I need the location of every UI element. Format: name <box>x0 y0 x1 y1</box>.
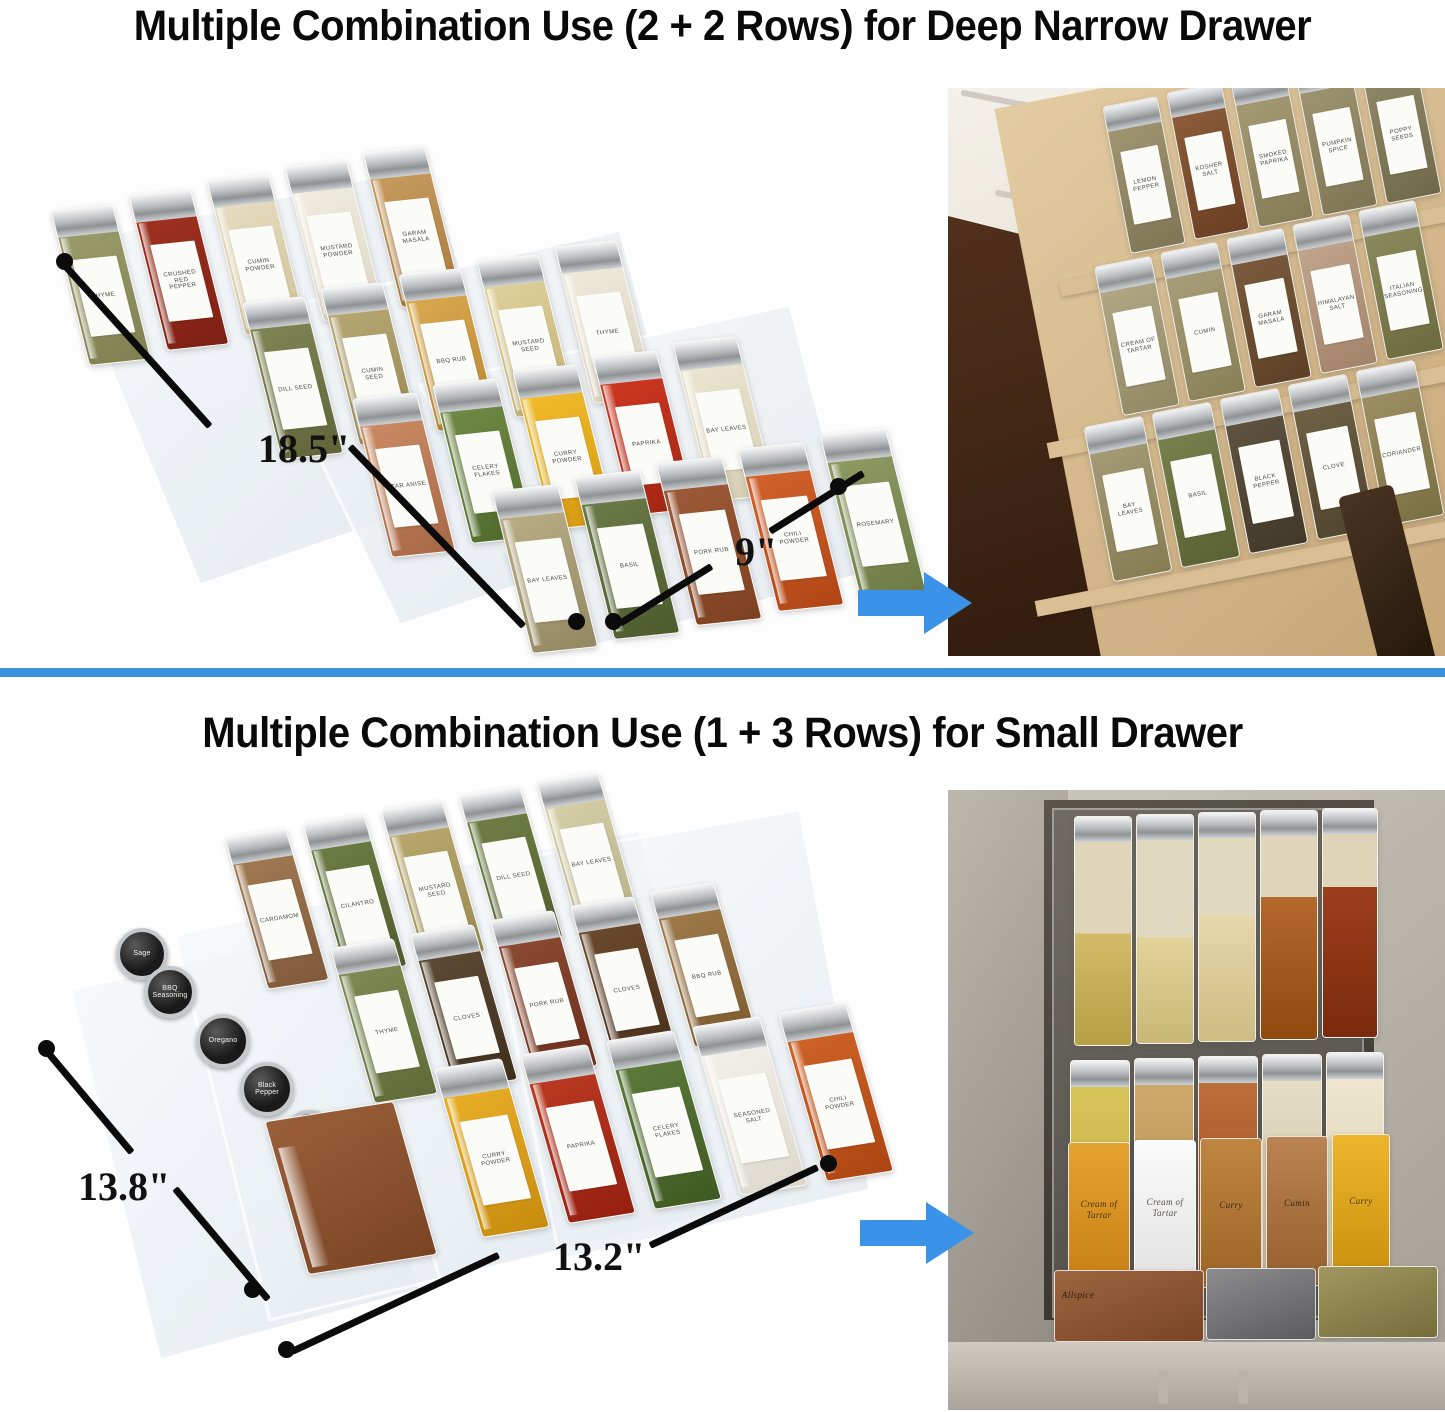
spice-jar: Cream of Tartar <box>1068 1142 1130 1292</box>
spice-jar: Curry <box>1332 1134 1390 1284</box>
jar-lid-icon <box>1199 1057 1257 1084</box>
right-arrow-icon <box>858 572 976 634</box>
jar-lid-icon <box>1199 813 1255 839</box>
jar-lid-icon <box>1075 817 1131 843</box>
jar-label: Cumin <box>1283 1198 1310 1209</box>
jar-lid-icon <box>1135 1059 1193 1086</box>
drawer-photo-bottom: Cream of Tartar Cream of Tartar Curry Cu… <box>948 790 1445 1410</box>
product-render-bottom: Sage BBQ Seasoning Oregano Black Pepper … <box>0 760 945 1410</box>
jar-lid-icon <box>1327 1053 1383 1080</box>
spice-jar: Cumin <box>1266 1136 1328 1286</box>
right-arrow-icon <box>860 1202 978 1264</box>
spice-jar <box>1322 808 1378 1038</box>
spice-jar <box>1198 812 1256 1042</box>
section-divider <box>0 668 1445 677</box>
spice-jar-laid <box>1318 1266 1438 1338</box>
cabinet-bottom <box>948 1342 1445 1410</box>
cabinet-handle-icon <box>1238 1370 1248 1404</box>
dimension-endpoint-dot <box>244 1281 261 1298</box>
dimension-label-width: 9" <box>735 529 778 574</box>
drawer-photo-top: LEMON PEPPER KOSHER SALT SMOKED PAPRIKA … <box>948 88 1445 656</box>
jar-lid-icon <box>1261 811 1317 837</box>
product-render-top: THYME CRUSHED RED PEPPER CUMIN POWDER MU… <box>0 55 945 668</box>
spice-jar: Cream of Tartar <box>1134 1140 1196 1290</box>
jar-lid-icon <box>1137 815 1193 841</box>
spice-jar <box>1136 814 1194 1044</box>
jar-cap-label: Oregano <box>196 1014 250 1068</box>
jar-cap-label: Black Pepper <box>240 1062 294 1116</box>
dimension-label-width: 13.2" <box>553 1234 646 1279</box>
spice-jar-laid: Allspice <box>1054 1270 1204 1342</box>
jar-cap-label: BBQ Seasoning <box>144 966 196 1018</box>
jar-label: Curry <box>1219 1200 1243 1211</box>
dimension-endpoint-dot <box>830 478 847 495</box>
jar-label: Curry <box>1349 1196 1373 1207</box>
spice-jar <box>1260 810 1318 1040</box>
jar-lid-icon <box>1071 1061 1129 1088</box>
dimension-endpoint-dot <box>568 613 585 630</box>
jar-lid-icon <box>1263 1055 1321 1082</box>
dimension-label-length: 13.8" <box>78 1164 171 1209</box>
jar-label: Allspice <box>1061 1290 1095 1301</box>
spice-jar: Curry <box>1200 1138 1262 1288</box>
spice-jar-laid <box>1206 1268 1316 1340</box>
cabinet-handle-icon <box>1158 1370 1168 1404</box>
jar-label: Cream of Tartar <box>1080 1199 1118 1220</box>
dimension-label-length: 18.5" <box>258 426 351 471</box>
section-title-top: Multiple Combination Use (2 + 2 Rows) fo… <box>133 2 1312 50</box>
jar-lid-icon <box>1323 809 1377 835</box>
section-title-bottom: Multiple Combination Use (1 + 3 Rows) fo… <box>202 709 1243 757</box>
dimension-endpoint-dot <box>278 1341 295 1358</box>
jar-label: Cream of Tartar <box>1146 1197 1184 1218</box>
dimension-endpoint-dot <box>605 613 622 630</box>
spice-jar <box>1074 816 1132 1046</box>
dimension-endpoint-dot <box>820 1155 837 1172</box>
